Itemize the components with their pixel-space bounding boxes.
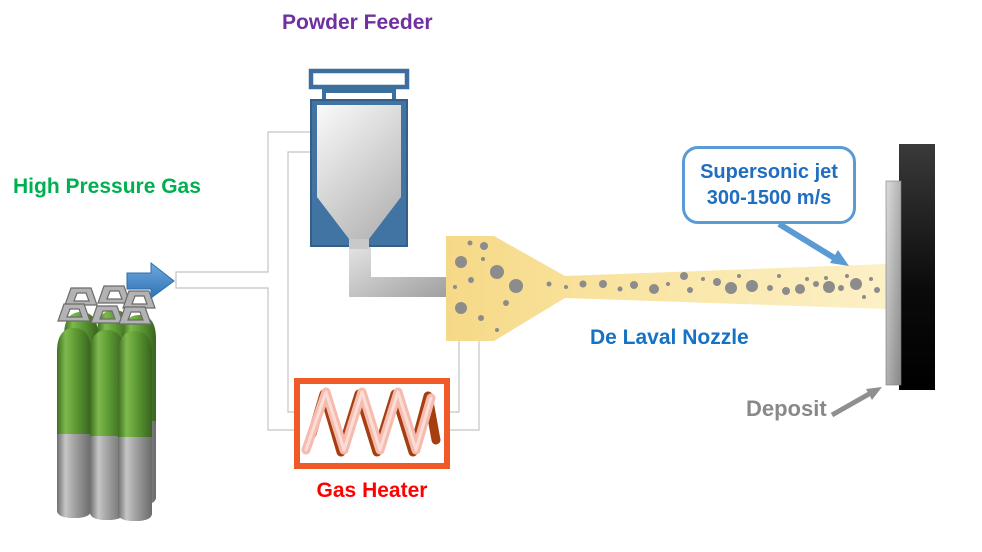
- gas-heater-label: Gas Heater: [316, 479, 428, 502]
- powder-feeder-label: Powder Feeder: [282, 11, 433, 34]
- high-pressure-gas-label: High Pressure Gas: [13, 175, 201, 198]
- substrate: [899, 144, 935, 390]
- deposit-arrow-icon: [830, 387, 882, 418]
- callout-line-1: Supersonic jet: [700, 161, 838, 183]
- de-laval-nozzle-shape: [446, 236, 886, 341]
- flow-arrow-icon: [126, 261, 175, 299]
- de-laval-nozzle-label: De Laval Nozzle: [590, 326, 749, 349]
- gas-pipe-network: [175, 131, 480, 431]
- callout-arrow-icon: [777, 221, 849, 266]
- deposit-label: Deposit: [746, 396, 827, 421]
- gas-heater-box: [294, 378, 450, 469]
- powder-particles: [453, 240, 880, 332]
- powder-feeder-hopper: [308, 68, 410, 249]
- powder-pipe: [349, 239, 451, 297]
- callout-line-2: 300-1500 m/s: [706, 187, 832, 209]
- supersonic-jet-callout: Supersonic jet 300-1500 m/s: [682, 146, 856, 224]
- gas-cylinders: [56, 285, 157, 522]
- deposit-layer: [885, 180, 902, 386]
- heater-coil-icon: [301, 387, 441, 457]
